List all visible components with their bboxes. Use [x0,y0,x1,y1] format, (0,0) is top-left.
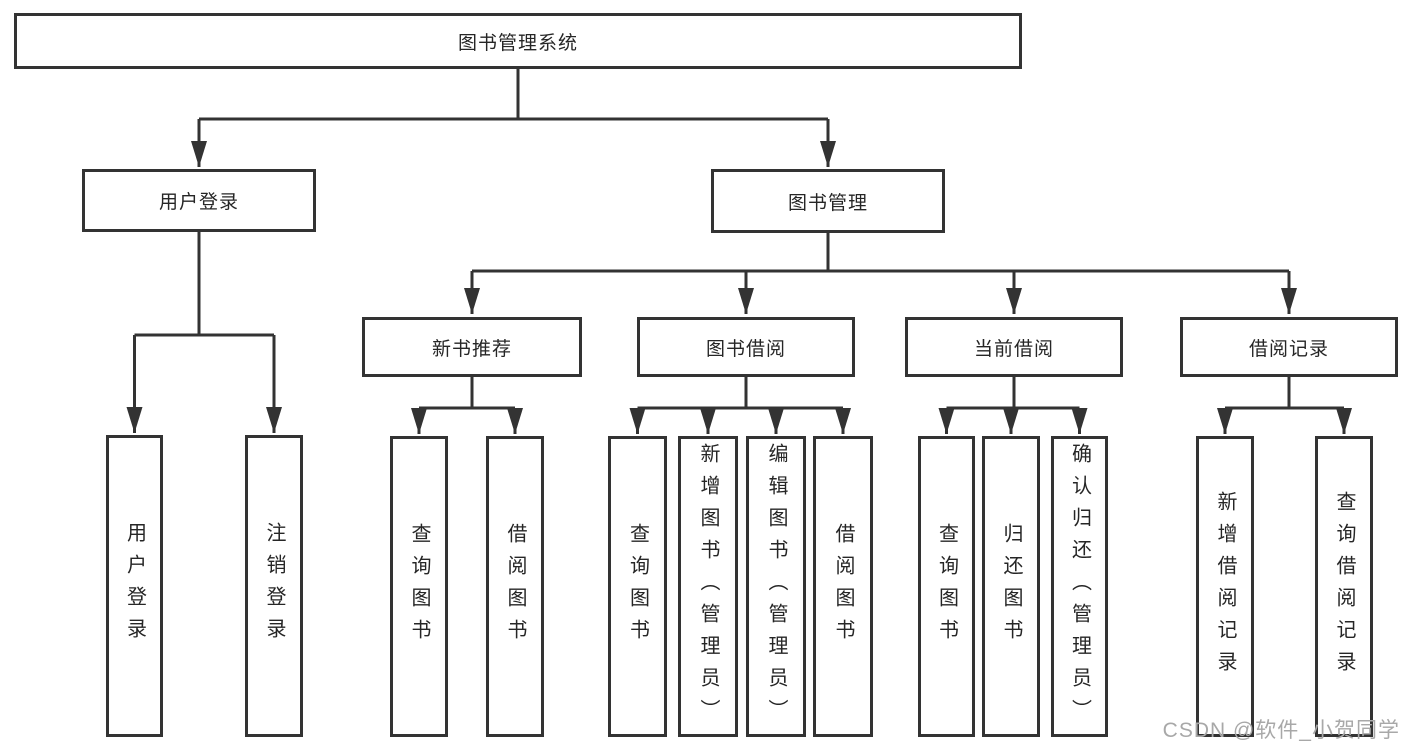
node-new-book-recommend: 新书推荐 [362,317,582,377]
node-new-book-recommend-label: 新书推荐 [431,338,512,360]
node-book-borrow-label: 图书借阅 [705,338,786,360]
node-records-query-record-label: 查询借阅记录 [1333,490,1355,683]
node-borrow-edit-books-admin: 编辑图书（管理员） [746,436,806,737]
node-library-system-label: 图书管理系统 [457,32,578,54]
node-user-login-label: 用户登录 [158,192,239,213]
node-book-management-label: 图书管理 [787,192,868,214]
node-recommend-borrow-books-label: 借阅图书 [504,522,526,651]
node-recommend-query-books-label: 查询图书 [408,522,430,651]
node-user-login-leaf-label: 用户登录 [123,522,146,650]
node-book-borrow: 图书借阅 [637,317,855,377]
node-current-confirm-return-admin-label: 确认归还（管理员） [1068,442,1091,731]
node-borrow-edit-books-admin-label: 编辑图书（管理员） [765,442,787,731]
node-records-add-record-label: 新增借阅记录 [1214,490,1236,683]
node-borrow-borrow-books: 借阅图书 [813,436,873,737]
node-book-management: 图书管理 [711,169,945,233]
node-borrow-query-books: 查询图书 [608,436,667,737]
node-borrow-records-label: 借阅记录 [1248,338,1329,360]
node-borrow-borrow-books-label: 借阅图书 [832,522,854,651]
node-logout-leaf: 注销登录 [245,435,303,737]
node-current-return-books: 归还图书 [982,436,1040,737]
node-borrow-add-books-admin-label: 新增图书（管理员） [697,442,719,731]
node-borrow-records: 借阅记录 [1180,317,1398,377]
node-records-query-record: 查询借阅记录 [1315,436,1373,737]
node-borrow-add-books-admin: 新增图书（管理员） [678,436,738,737]
node-current-query-books-label: 查询图书 [935,522,958,651]
node-logout-leaf-label: 注销登录 [263,522,285,650]
node-user-login-leaf: 用户登录 [106,435,163,737]
node-current-return-books-label: 归还图书 [1000,522,1022,651]
node-current-borrow-label: 当前借阅 [973,338,1054,360]
node-current-borrow: 当前借阅 [905,317,1123,377]
node-current-confirm-return-admin: 确认归还（管理员） [1051,436,1108,737]
node-current-query-books: 查询图书 [918,436,975,737]
node-borrow-query-books-label: 查询图书 [626,522,649,651]
node-records-add-record: 新增借阅记录 [1196,436,1254,737]
node-recommend-borrow-books: 借阅图书 [486,436,544,737]
node-recommend-query-books: 查询图书 [390,436,448,737]
node-user-login: 用户登录 [82,169,316,232]
node-library-system: 图书管理系统 [14,13,1022,69]
